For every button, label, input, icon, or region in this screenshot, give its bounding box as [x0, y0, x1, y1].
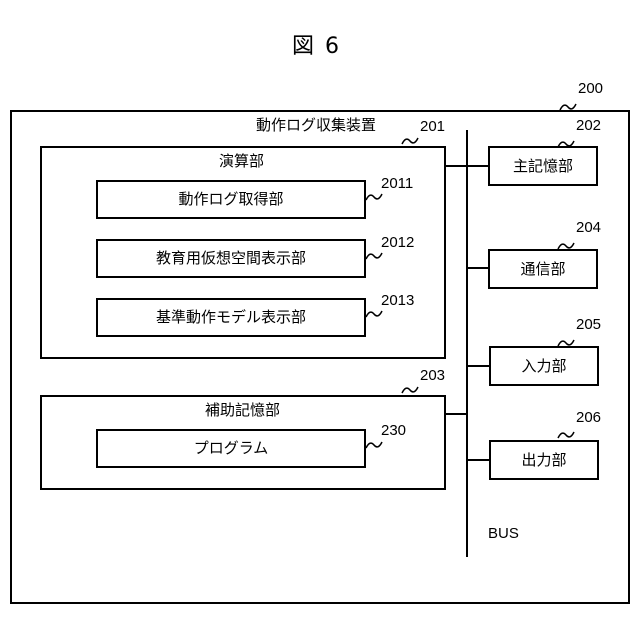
- cpu-unit-virtual-space-display: 教育用仮想空間表示部: [96, 239, 366, 278]
- main-memory-ref: 202: [576, 118, 601, 133]
- cpu-unit-label: 動作ログ取得部: [178, 192, 283, 207]
- output-box: 出力部: [489, 440, 599, 480]
- cpu-ref: 201: [420, 119, 445, 134]
- input-ref: 205: [576, 317, 601, 332]
- aux-storage-ref: 203: [420, 368, 445, 383]
- input-box: 入力部: [489, 346, 599, 386]
- cpu-unit-ref: 2011: [381, 176, 413, 191]
- cpu-unit-ref: 2012: [381, 235, 414, 250]
- cpu-unit-label: 教育用仮想空間表示部: [156, 251, 306, 266]
- cpu-unit-log-acquisition: 動作ログ取得部: [96, 180, 366, 219]
- comm-box: 通信部: [488, 249, 598, 289]
- cpu-unit-ref: 2013: [381, 293, 414, 308]
- comm-ref: 204: [576, 220, 601, 235]
- program-box: プログラム: [96, 429, 366, 468]
- cpu-label: 演算部: [219, 154, 264, 169]
- device-ref: 200: [578, 81, 603, 96]
- device-label: 動作ログ収集装置: [256, 118, 376, 133]
- program-label: プログラム: [194, 441, 269, 456]
- main-memory-box: 主記憶部: [488, 146, 598, 186]
- bus-label: BUS: [488, 526, 519, 541]
- cpu-unit-reference-motion-display: 基準動作モデル表示部: [96, 298, 366, 337]
- aux-storage-label: 補助記憶部: [205, 403, 280, 418]
- cpu-unit-label: 基準動作モデル表示部: [156, 310, 306, 325]
- output-ref: 206: [576, 410, 601, 425]
- program-ref: 230: [381, 423, 406, 438]
